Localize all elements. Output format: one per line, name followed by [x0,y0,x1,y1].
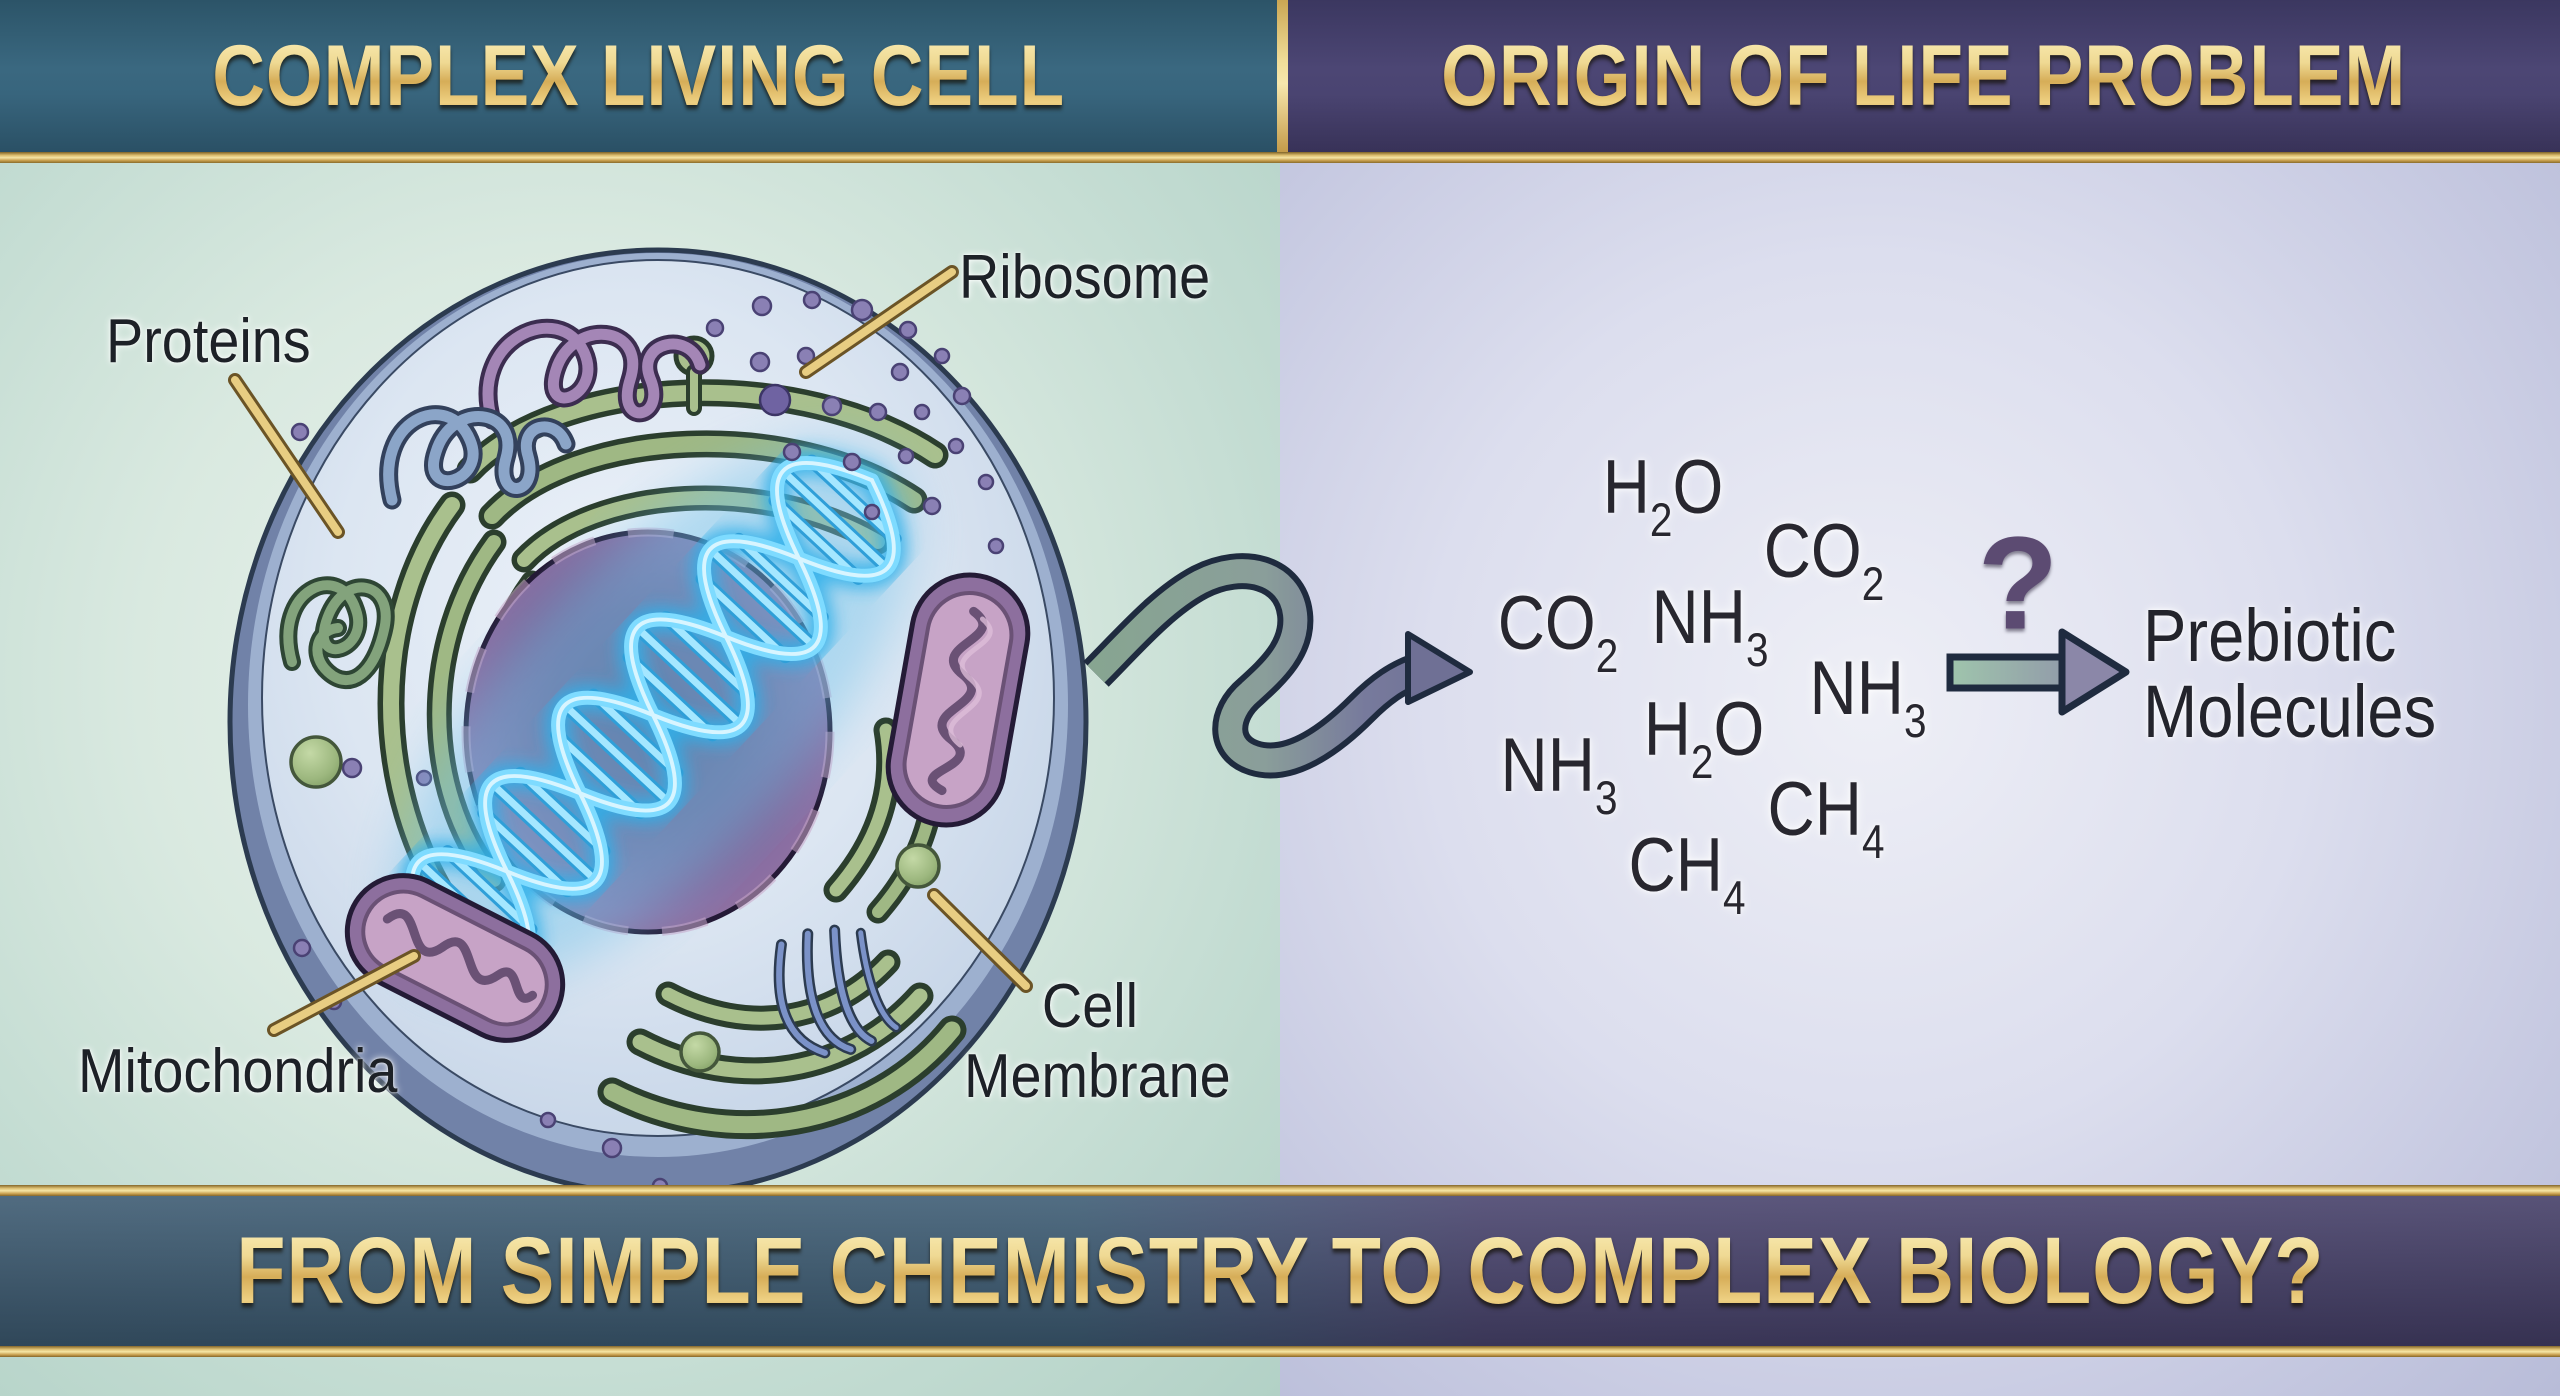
molecule-formula: CO2 [1497,580,1619,682]
cell-membrane-label: Cell Membrane [964,972,1231,1112]
ribosome-dots [705,290,1005,555]
squiggle-arrow-icon [1083,553,1473,779]
molecule-formula: NH3 [1651,574,1769,676]
cell-membrane-label-line2: Membrane [964,1042,1231,1111]
mitochondrion-right [885,572,1031,828]
protein-tangle-green [279,576,395,690]
header-left-band: COMPLEX LIVING CELL [0,0,1277,152]
gold-horizontal-separator [0,152,2560,163]
footer-title: FROM SIMPLE CHEMISTRY TO COMPLEX BIOLOGY… [235,1217,2325,1324]
footer-band: FROM SIMPLE CHEMISTRY TO COMPLEX BIOLOGY… [0,1185,2560,1357]
cell-graphic [227,247,1089,1197]
protein-tangle-blue [379,405,576,510]
cell-membrane-label-line1: Cell [1041,972,1139,1041]
molecule-formula: CO2 [1763,508,1885,610]
prebiotic-line1: Prebiotic [2143,594,2397,677]
molecule-formula: NH3 [1809,645,1927,747]
molecule-formula: H2O [1643,686,1765,788]
dna-helix [399,450,907,980]
gold-vertical-divider [1277,0,1288,152]
molecule-formula: H2O [1602,444,1724,546]
prebiotic-molecules-label: Prebiotic Molecules [2128,594,2437,753]
question-arrow-icon [1946,628,2130,716]
molecule-formula: CH4 [1767,766,1885,868]
footer-banner: FROM SIMPLE CHEMISTRY TO COMPLEX BIOLOGY… [0,1196,2560,1346]
mitochondrion-left [344,873,566,1043]
header-left-title: COMPLEX LIVING CELL [212,27,1065,124]
ribosome-label: Ribosome [959,243,1211,312]
proteins-label: Proteins [106,307,311,376]
molecule-formula: NH3 [1500,722,1618,824]
green-spheres [289,735,941,1073]
molecule-formula: CH4 [1628,822,1746,924]
label-pointer-lines [228,265,1033,1037]
header-right-title: ORIGIN OF LIFE PROBLEM [1441,27,2407,124]
prebiotic-line2: Molecules [2143,670,2437,753]
protein-tangle-purple [478,318,710,430]
mitochondria-label: Mitochondria [78,1037,398,1106]
golgi-fan [773,924,902,1059]
header-right-band: ORIGIN OF LIFE PROBLEM [1288,0,2560,152]
question-mark: ? [1977,509,2059,657]
footer-gold-line-bottom [0,1346,2560,1357]
footer-gold-line-top [0,1185,2560,1196]
